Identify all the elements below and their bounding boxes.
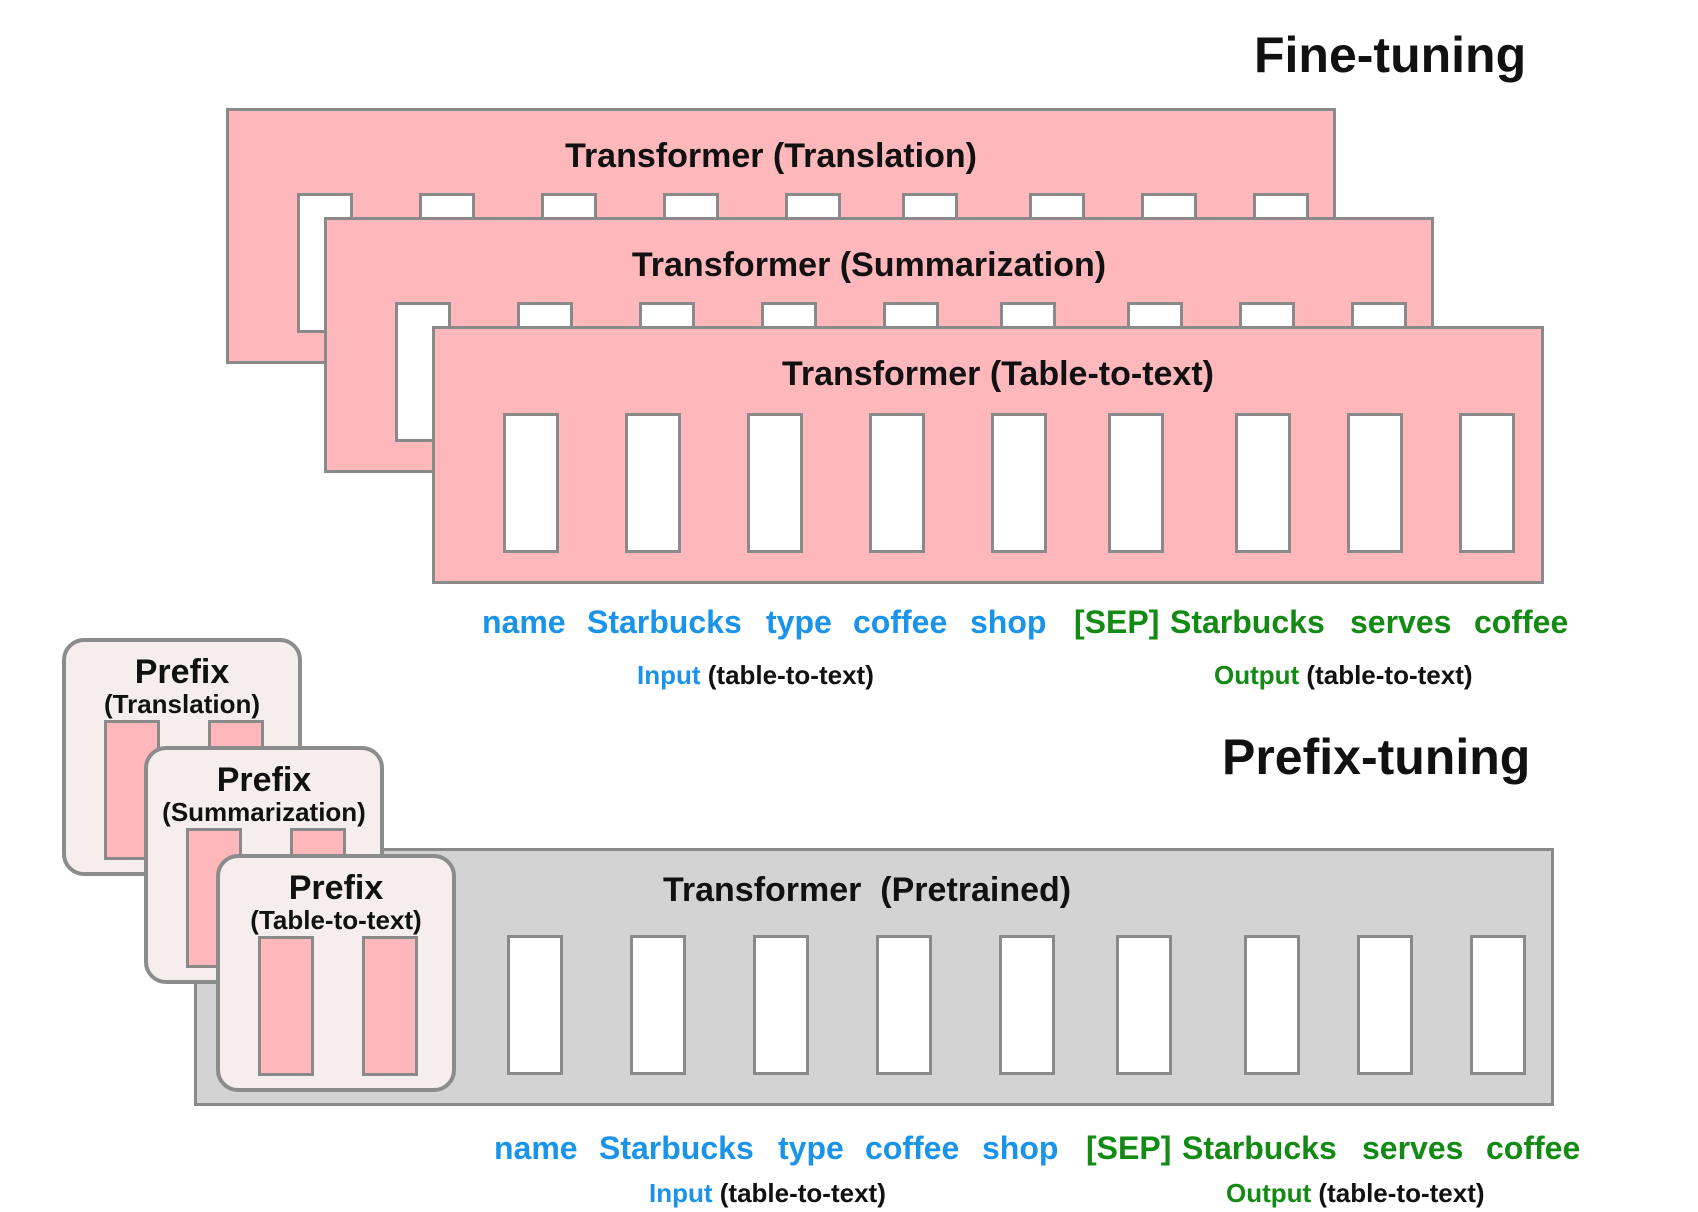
- input-token: Starbucks: [587, 604, 742, 640]
- slot: [999, 935, 1055, 1075]
- slot: [625, 413, 681, 553]
- output-token: Starbucks: [1182, 1130, 1337, 1166]
- prefix-label: Prefix: [216, 761, 312, 799]
- output-token: coffee: [1474, 604, 1569, 640]
- transformer-table-to-text-title: Transformer (Table-to-text): [782, 355, 1214, 393]
- slot: [503, 413, 559, 553]
- slot: [747, 413, 803, 553]
- input-token: shop: [970, 604, 1047, 640]
- slot: [630, 935, 686, 1075]
- fine-tuning-title: Fine-tuning: [1254, 27, 1527, 83]
- slot: [1108, 413, 1164, 553]
- output-caption-word: Output: [1226, 1178, 1312, 1208]
- output-caption: Output (table-to-text): [1214, 660, 1473, 691]
- prefix-task: (Table-to-text): [250, 905, 422, 935]
- input-token: type: [766, 604, 832, 640]
- output-token: Starbucks: [1170, 604, 1325, 640]
- output-token: [SEP]: [1086, 1130, 1172, 1166]
- transformer-pretrained-title: Transformer (Pretrained): [663, 871, 1072, 909]
- output-caption: Output (table-to-text): [1226, 1178, 1485, 1209]
- output-token: serves: [1350, 604, 1452, 640]
- prefix-table-to-text-title: Prefix (Table-to-text): [220, 870, 452, 934]
- prefix-task: (Summarization): [162, 797, 366, 827]
- output-caption-rest: (table-to-text): [1318, 1178, 1485, 1208]
- slot: [1357, 935, 1413, 1075]
- input-token: Starbucks: [599, 1130, 754, 1166]
- prefix-translation-title: Prefix (Translation): [66, 654, 298, 718]
- input-token: shop: [982, 1130, 1059, 1166]
- input-token: coffee: [853, 604, 948, 640]
- prefix-task: (Translation): [103, 689, 260, 719]
- slot: [991, 413, 1047, 553]
- slot: [1459, 413, 1515, 553]
- slot: [1244, 935, 1300, 1075]
- output-token: coffee: [1486, 1130, 1581, 1166]
- transformer-table-to-text-panel: Transformer (Table-to-text): [432, 326, 1544, 584]
- prefix-table-to-text-box: Prefix (Table-to-text): [216, 854, 456, 1092]
- output-caption-word: Output: [1214, 660, 1300, 690]
- input-caption: Input (table-to-text): [649, 1178, 886, 1209]
- prefix-slot: [258, 936, 314, 1076]
- input-caption-word: Input: [637, 660, 701, 690]
- output-token: [SEP]: [1074, 604, 1160, 640]
- slot: [1235, 413, 1291, 553]
- prefix-label: Prefix: [134, 653, 230, 691]
- slot: [869, 413, 925, 553]
- prefix-slot: [362, 936, 418, 1076]
- slot: [1470, 935, 1526, 1075]
- prefix-label: Prefix: [288, 869, 384, 907]
- transformer-summarization-title: Transformer (Summarization): [631, 246, 1107, 284]
- prefix-summarization-title: Prefix (Summarization): [148, 762, 380, 826]
- input-caption: Input (table-to-text): [637, 660, 874, 691]
- input-token: type: [778, 1130, 844, 1166]
- output-caption-rest: (table-to-text): [1306, 660, 1473, 690]
- slot: [1116, 935, 1172, 1075]
- transformer-translation-title: Transformer (Translation): [565, 137, 977, 175]
- input-caption-rest: (table-to-text): [707, 660, 874, 690]
- input-caption-rest: (table-to-text): [719, 1178, 886, 1208]
- slot: [876, 935, 932, 1075]
- output-token: serves: [1362, 1130, 1464, 1166]
- input-token: coffee: [865, 1130, 960, 1166]
- input-token: name: [494, 1130, 578, 1166]
- slot: [1347, 413, 1403, 553]
- slot: [507, 935, 563, 1075]
- slot: [753, 935, 809, 1075]
- input-caption-word: Input: [649, 1178, 713, 1208]
- input-token: name: [482, 604, 566, 640]
- prefix-tuning-title: Prefix-tuning: [1222, 729, 1531, 785]
